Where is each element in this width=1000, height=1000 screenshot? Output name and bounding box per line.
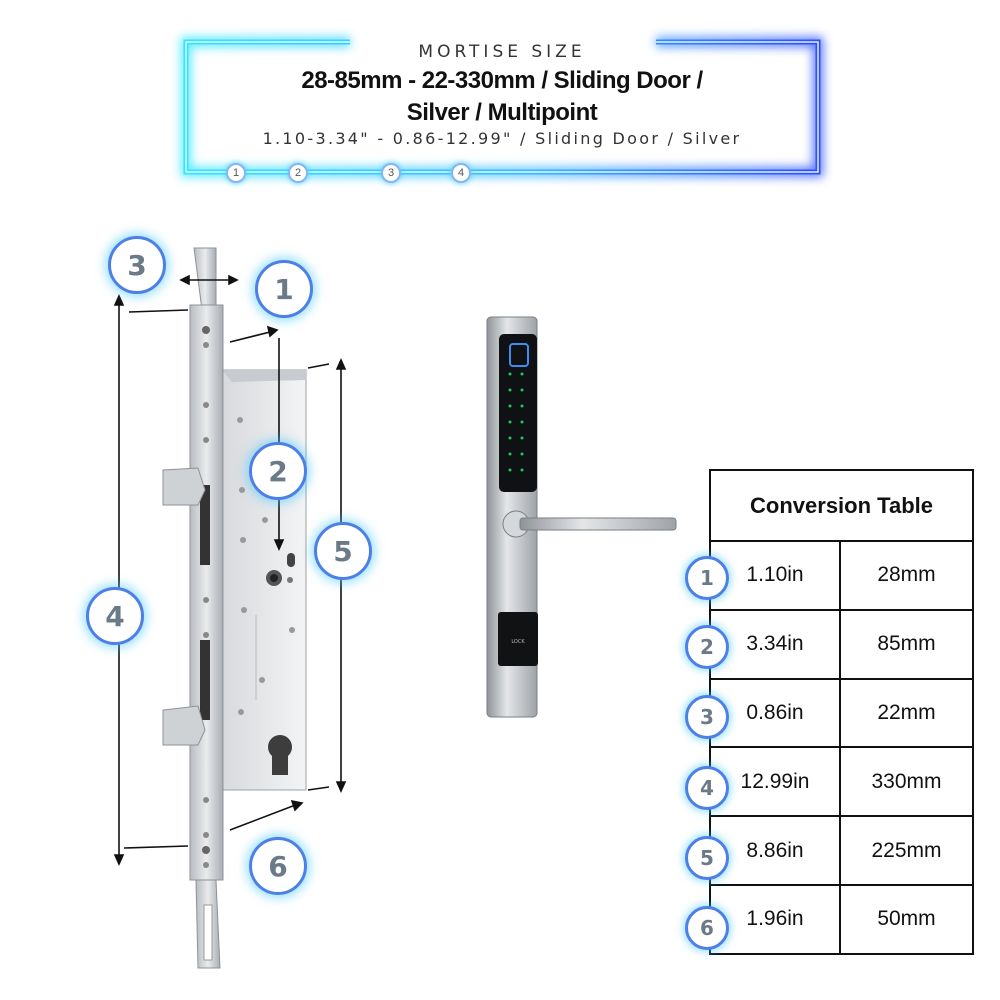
table-row-number-4: 4 [685,766,729,810]
lock-button-panel [498,612,538,666]
inch-cell: 3.34in [709,608,841,680]
header-neon-frame [181,37,823,177]
header-title-line1: 28-85mm - 22-330mm / Sliding Door / [301,67,703,94]
table-row: 0.86in 22mm [709,677,974,749]
header-marker-3: 3 [381,163,401,183]
table-row-number-5: 5 [685,836,729,880]
keypad-digits [508,372,524,472]
table-row: 12.99in 330mm [709,746,974,818]
mm-cell: 225mm [839,815,974,886]
smart-lock-handle: LOCK [486,316,677,718]
mm-cell: 22mm [839,677,974,749]
fingerprint-sensor-icon [509,343,529,367]
table-row-number-2: 2 [685,625,729,669]
table-row: 1.10in 28mm [709,540,974,611]
table-header-row: Conversion Table [709,469,974,542]
faceplate [162,247,224,969]
lock-case [221,369,307,791]
table-title: Conversion Table [709,469,974,542]
inch-cell: 12.99in [709,746,841,818]
table-row-number-3: 3 [685,695,729,739]
inch-cell: 0.86in [709,677,841,749]
conversion-table: Conversion Table 1.10in 28mm 3.34in 85mm… [709,469,974,955]
table-row: 1.96in 50mm [709,883,974,955]
table-row-number-6: 6 [685,906,729,950]
inch-cell: 1.96in [709,883,841,955]
lever-handle [502,510,677,538]
table-row: 3.34in 85mm [709,608,974,680]
callout-3: 3 [108,236,166,294]
header-marker-4: 4 [451,163,471,183]
callout-2: 2 [249,442,307,500]
cylinder-hole [268,735,292,775]
callout-1: 1 [255,260,313,318]
callout-6: 6 [249,837,307,895]
header-caption: MORTISE SIZE [418,42,586,62]
mm-cell: 50mm [839,883,974,955]
mm-cell: 28mm [839,540,974,611]
header-title-line2: Silver / Multipoint [406,99,598,126]
lock-label: LOCK [511,639,525,645]
header-marker-1: 1 [226,163,246,183]
header-subtitle: 1.10-3.34" - 0.86-12.99" / Sliding Door … [262,129,742,148]
keypad-panel [499,334,537,492]
inch-cell: 8.86in [709,815,841,886]
header-marker-2: 2 [288,163,308,183]
mm-cell: 85mm [839,608,974,680]
table-row: 8.86in 225mm [709,815,974,886]
dimension-lines [113,274,347,866]
table-row-number-1: 1 [685,556,729,600]
mm-cell: 330mm [839,746,974,818]
callout-5: 5 [314,522,372,580]
callout-4: 4 [86,587,144,645]
inch-cell: 1.10in [709,540,841,611]
